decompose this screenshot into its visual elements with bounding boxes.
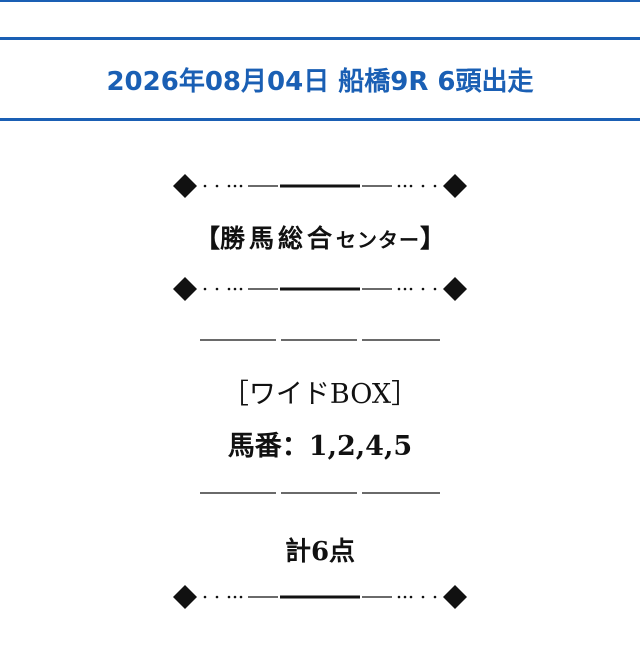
bet-total: 計6点 [284, 537, 356, 567]
brand-name: 【勝馬総合センター】 [0, 219, 640, 255]
race-header: 2026年08月04日 船橋9R 6頭出走 [0, 37, 640, 121]
brand-open-bracket: 【 [194, 224, 220, 253]
bet-type: ［ワイドBOX］ [221, 379, 419, 410]
section-rule-top [0, 339, 640, 341]
brand-suffix: センター [336, 228, 420, 252]
brand-main: 勝馬総合 [219, 224, 336, 253]
ornament-divider-top [0, 171, 640, 201]
section-rule-bottom [0, 492, 640, 494]
top-divider [0, 0, 640, 2]
ornament-divider-bottom [0, 582, 640, 612]
race-title: 2026年08月04日 船橋9R 6頭出走 [106, 66, 534, 97]
ornament-divider-middle [0, 274, 640, 304]
horse-numbers: 馬番：1,2,4,5 [227, 431, 413, 462]
brand-close-bracket: 】 [420, 224, 446, 253]
